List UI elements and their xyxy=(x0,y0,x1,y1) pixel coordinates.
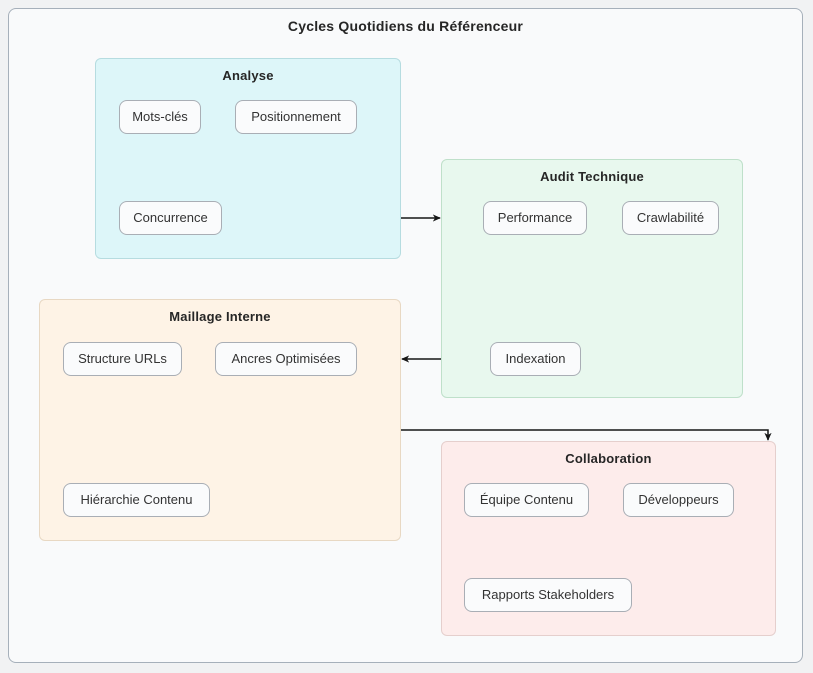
node-structure-urls: Structure URLs xyxy=(63,342,182,376)
diagram-title: Cycles Quotidiens du Référenceur xyxy=(287,18,524,34)
node-hierarchie-contenu: Hiérarchie Contenu xyxy=(63,483,210,517)
node-mots-cles: Mots-clés xyxy=(119,100,201,134)
node-positionnement: Positionnement xyxy=(235,100,357,134)
node-indexation: Indexation xyxy=(490,342,581,376)
node-crawlabilite: Crawlabilité xyxy=(622,201,719,235)
group-audit-technique: Audit Technique xyxy=(441,159,743,398)
group-collaboration-title: Collaboration xyxy=(565,451,652,466)
group-audit-technique-title: Audit Technique xyxy=(540,169,644,184)
node-rapports-stakeholders: Rapports Stakeholders xyxy=(464,578,632,612)
group-maillage-interne-title: Maillage Interne xyxy=(169,309,271,324)
node-equipe-contenu: Équipe Contenu xyxy=(464,483,589,517)
node-developpeurs: Développeurs xyxy=(623,483,734,517)
group-analyse-title: Analyse xyxy=(222,68,274,83)
node-performance: Performance xyxy=(483,201,587,235)
node-ancres-optimisees: Ancres Optimisées xyxy=(215,342,357,376)
node-concurrence: Concurrence xyxy=(119,201,222,235)
